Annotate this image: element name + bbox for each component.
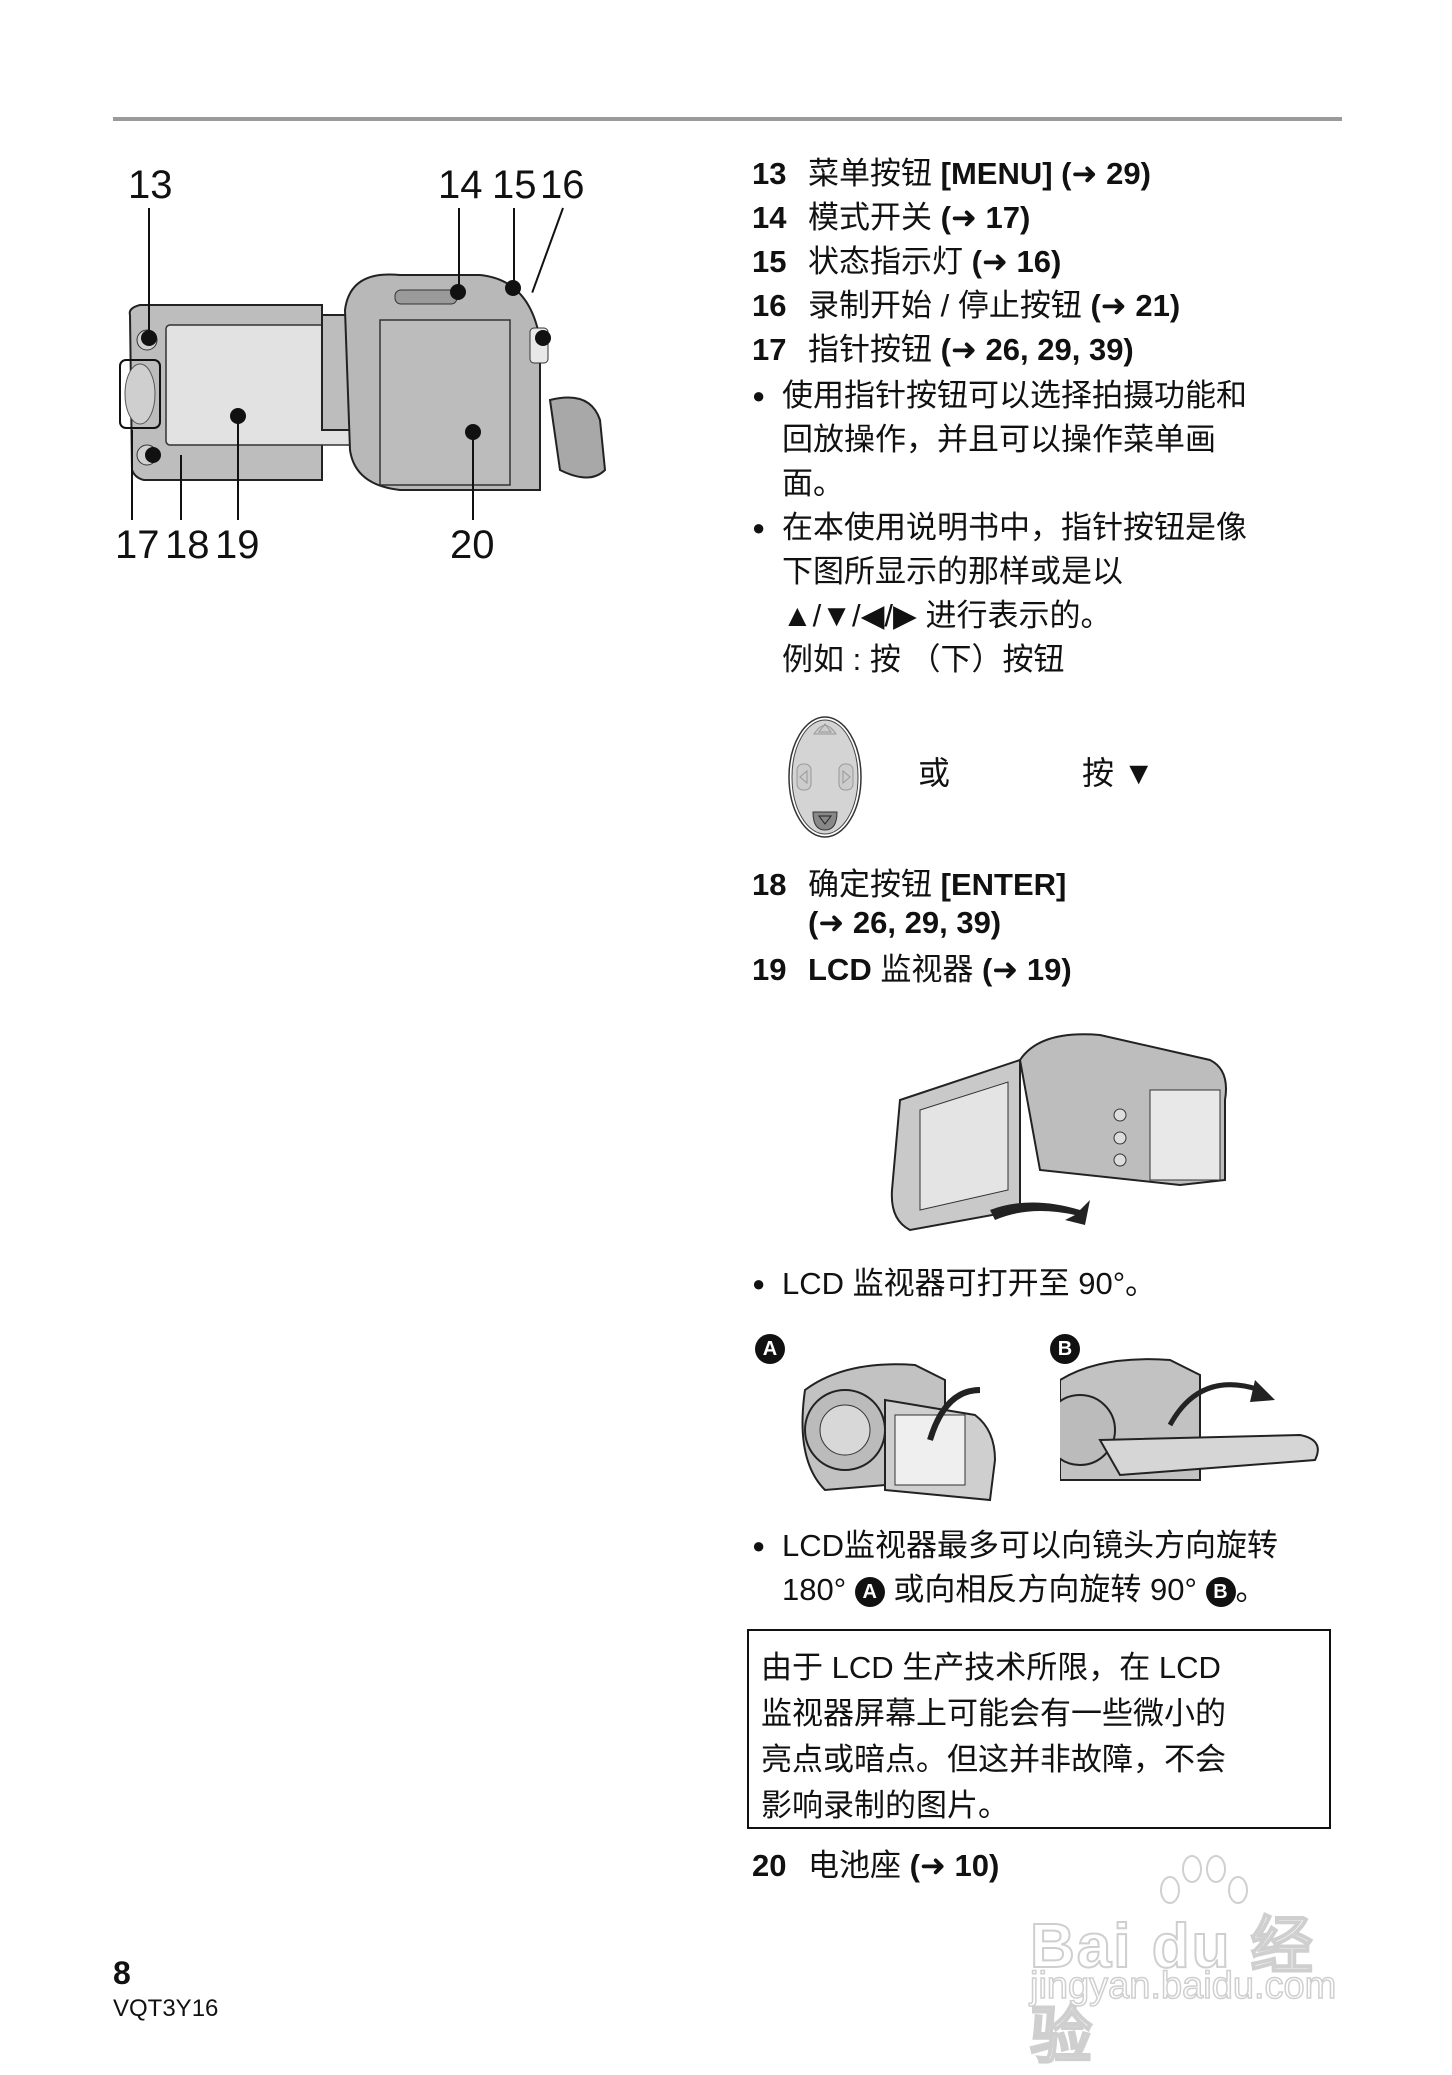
page-reference: (➜ 26, 29, 39): [940, 332, 1134, 367]
lcd-rotation-note: LCD监视器最多可以向镜头方向旋转 180° A 或向相反方向旋转 90° B。: [752, 1524, 1342, 1612]
page-reference: (➜ 16): [971, 244, 1062, 279]
lcd-rotation-illustrations: A B: [755, 1330, 1355, 1510]
lcd-open-illustration: [890, 1033, 1227, 1232]
part-label: 模式开关: [808, 200, 932, 235]
callout-18: 18: [165, 523, 210, 567]
note-bullet-1: 使用指针按钮可以选择拍摄功能和 回放操作，并且可以操作菜单画 面。: [752, 374, 1342, 506]
part-label: 电池座: [808, 1848, 901, 1883]
watermark-url: jingyan.baidu.com: [1029, 1964, 1337, 2008]
callout-14: 14: [438, 163, 483, 207]
part-label: 监视器: [880, 952, 974, 987]
lcd-notice-box: 由于 LCD 生产技术所限，在 LCD 监视器屏幕上可能会有一些微小的 亮点或暗…: [747, 1629, 1331, 1829]
rotate-180-illustration: [801, 1363, 997, 1502]
callout-15: 15: [492, 163, 537, 207]
leader-line-17: [131, 430, 133, 520]
callout-16: 16: [540, 163, 585, 207]
or-label: 或: [918, 755, 951, 791]
baidu-watermark: Bai du 经验 jingyan.baidu.com: [1029, 1855, 1370, 2072]
part-label: 状态指示灯: [808, 244, 963, 279]
leader-line-13: [148, 208, 150, 338]
callout-dot-14: [450, 284, 466, 300]
leader-line-18: [180, 455, 182, 520]
part-label: 确定按钮: [808, 867, 932, 902]
leader-line-19: [237, 420, 239, 520]
callout-13: 13: [128, 163, 173, 207]
page-number: 8: [113, 1955, 131, 1991]
page-reference: (➜ 17): [940, 200, 1031, 235]
part-label: 菜单按钮: [808, 156, 932, 191]
callout-dot-19: [230, 408, 246, 424]
top-rule: [113, 117, 1342, 121]
note-bullet-2: 在本使用说明书中，指针按钮是像 下图所显示的那样或是以 ▲/▼/◀/▶ 进行表示…: [752, 506, 1342, 682]
badge-b-icon: B: [1050, 1334, 1080, 1364]
leader-line-20: [472, 436, 474, 520]
camcorder-illustration: [119, 273, 607, 491]
watermark-brand: Bai du 经验: [1029, 1911, 1315, 2072]
page-reference: (➜ 21): [1090, 288, 1181, 323]
leader-line-15: [513, 208, 515, 288]
page-reference: (➜ 26, 29, 39): [808, 905, 1002, 940]
lcd-notes: LCD 监视器可打开至 90°。: [752, 1262, 1342, 1306]
badge-a-icon: A: [755, 1334, 785, 1364]
callout-dot-18: [145, 447, 161, 463]
callout-dot-15: [505, 280, 521, 296]
rotate-90-illustration: [1060, 1358, 1319, 1481]
camcorder-rear-diagram: 13 14 15 16 17 18 19 20: [100, 150, 700, 580]
callout-dot-20: [465, 424, 481, 440]
page-reference: (➜ 29): [1061, 156, 1151, 191]
note-open-90: LCD 监视器可打开至 90°。: [752, 1262, 1342, 1306]
document-code: VQT3Y16: [113, 1995, 219, 2022]
leader-line-14: [458, 208, 460, 288]
paw-logo-icon: [1160, 1855, 1248, 1904]
page-reference: (➜ 19): [981, 952, 1072, 987]
badge-b-icon: B: [1205, 1576, 1236, 1607]
part-label: 指针按钮: [808, 332, 932, 367]
callout-dot-16: [535, 330, 551, 346]
press-down-label: 按 ▼: [1082, 755, 1155, 791]
page-reference: (➜ 10): [909, 1848, 1000, 1883]
callout-17: 17: [115, 523, 160, 567]
example-text: 例如 : 按 （下）按钮: [782, 642, 1065, 677]
part-label: 录制开始 / 停止按钮: [808, 288, 1082, 323]
dpad-example: 或 按 ▼: [760, 712, 1320, 842]
cursor-button-notes: 使用指针按钮可以选择拍摄功能和 回放操作，并且可以操作菜单画 面。 在本使用说明…: [752, 374, 1342, 682]
callout-dot-13: [141, 330, 157, 346]
cursor-dpad-icon: [788, 716, 862, 838]
badge-a-icon: A: [854, 1576, 885, 1607]
callout-19: 19: [215, 523, 260, 567]
callout-20: 20: [450, 523, 495, 567]
